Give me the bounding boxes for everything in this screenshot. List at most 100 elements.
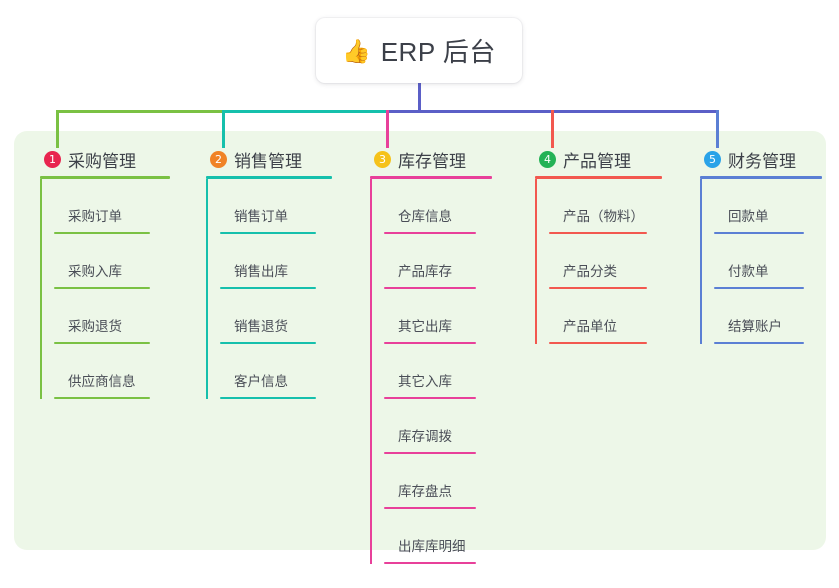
leaf-label: 仓库信息 — [398, 209, 452, 224]
branch-leaves-4: 产品（物料） 产品分类产品单位 — [535, 179, 662, 344]
leaf-rule — [220, 342, 316, 344]
leaf-node[interactable]: 采购入库 — [54, 234, 170, 289]
leaf-rule — [384, 507, 476, 509]
leaf-node[interactable]: 付款单 — [714, 234, 822, 289]
leaf-node[interactable]: 采购订单 — [54, 179, 170, 234]
leaf-label: 结算账户 — [728, 319, 782, 334]
leaf-node[interactable]: 供应商信息 — [54, 344, 170, 399]
root-title: ERP 后台 — [380, 37, 496, 67]
branch-4[interactable]: 4 产品管理产品（物料） 产品分类产品单位 — [535, 147, 662, 344]
branch-title-4: 产品管理 — [563, 151, 631, 171]
leaf-node[interactable]: 销售出库 — [220, 234, 332, 289]
branch-badge-5: 5 — [704, 150, 721, 168]
leaf-rule — [549, 232, 647, 234]
branch-badge-1: 1 — [44, 150, 61, 168]
thumbs-up-icon: 👍 — [342, 38, 371, 64]
connector-stub-4 — [551, 110, 554, 148]
leaf-label: 其它出库 — [398, 319, 452, 334]
leaf-node[interactable]: 库存盘点 — [384, 454, 492, 509]
leaf-rule — [384, 397, 476, 399]
branch-title-3: 库存管理 — [398, 151, 466, 171]
leaf-rule — [384, 232, 476, 234]
leaf-node[interactable]: 产品单位 — [549, 289, 662, 344]
leaf-label: 客户信息 — [234, 374, 288, 389]
leaf-rule — [714, 342, 804, 344]
branch-rule-5 — [700, 176, 822, 179]
root-node[interactable]: 👍 ERP 后台 — [316, 18, 522, 83]
leaf-rule — [220, 232, 316, 234]
leaf-node[interactable]: 回款单 — [714, 179, 822, 234]
leaf-label: 产品库存 — [398, 264, 452, 279]
leaf-node[interactable]: 出库库明细 — [384, 509, 492, 564]
leaf-rule — [54, 232, 150, 234]
leaf-label: 采购订单 — [68, 209, 122, 224]
connector-spine-5 — [700, 179, 702, 344]
leaf-label: 库存调拨 — [398, 429, 452, 444]
branch-leaves-2: 销售订单销售出库销售退货客户信息 — [206, 179, 332, 399]
leaf-label: 付款单 — [728, 264, 769, 279]
leaf-rule — [220, 287, 316, 289]
branches-panel — [14, 131, 826, 550]
leaf-node[interactable]: 采购退货 — [54, 289, 170, 344]
connector-stub-1 — [56, 110, 59, 148]
leaf-node[interactable]: 客户信息 — [220, 344, 332, 399]
leaf-node[interactable]: 其它出库 — [384, 289, 492, 344]
leaf-rule — [384, 287, 476, 289]
branch-leaves-1: 采购订单采购入库采购退货供应商信息 — [40, 179, 170, 399]
branch-3[interactable]: 3 库存管理仓库信息产品库存其它出库其它入库库存调拨库存盘点出库库明细 — [370, 147, 492, 564]
branch-header-1[interactable]: 1 采购管理 — [40, 147, 170, 171]
leaf-label: 销售出库 — [234, 264, 288, 279]
leaf-rule — [54, 342, 150, 344]
leaf-rule — [384, 562, 476, 564]
leaf-label: 其它入库 — [398, 374, 452, 389]
connector-bus-segment-1 — [56, 110, 223, 113]
branch-badge-4: 4 — [539, 150, 556, 168]
branch-badge-3: 3 — [374, 150, 391, 168]
leaf-node[interactable]: 其它入库 — [384, 344, 492, 399]
leaf-rule — [384, 342, 476, 344]
leaf-node[interactable]: 产品库存 — [384, 234, 492, 289]
connector-stub-5 — [716, 110, 719, 148]
connector-trunk — [418, 83, 421, 112]
connector-bus-segment-2 — [223, 110, 387, 113]
leaf-label: 出库库明细 — [398, 539, 466, 554]
connector-spine-3 — [370, 179, 372, 564]
branch-header-5[interactable]: 5 财务管理 — [700, 147, 822, 171]
leaf-label: 回款单 — [728, 209, 769, 224]
branch-rule-4 — [535, 176, 662, 179]
connector-spine-1 — [40, 179, 42, 399]
leaf-node[interactable]: 结算账户 — [714, 289, 822, 344]
branch-title-1: 采购管理 — [68, 151, 136, 171]
leaf-label: 产品（物料） — [563, 209, 644, 224]
branch-rule-3 — [370, 176, 492, 179]
branch-title-5: 财务管理 — [728, 151, 796, 171]
leaf-rule — [384, 452, 476, 454]
leaf-label: 产品单位 — [563, 319, 617, 334]
leaf-label: 采购入库 — [68, 264, 122, 279]
branch-rule-2 — [206, 176, 332, 179]
leaf-node[interactable]: 库存调拨 — [384, 399, 492, 454]
connector-spine-2 — [206, 179, 208, 399]
connector-stub-2 — [222, 110, 225, 148]
leaf-node[interactable]: 仓库信息 — [384, 179, 492, 234]
branch-leaves-5: 回款单付款单结算账户 — [700, 179, 822, 344]
branch-5[interactable]: 5 财务管理回款单付款单结算账户 — [700, 147, 822, 344]
leaf-label: 供应商信息 — [68, 374, 136, 389]
branch-header-4[interactable]: 4 产品管理 — [535, 147, 662, 171]
leaf-rule — [54, 287, 150, 289]
leaf-label: 销售退货 — [234, 319, 288, 334]
leaf-label: 库存盘点 — [398, 484, 452, 499]
leaf-node[interactable]: 产品（物料） — [549, 179, 662, 234]
leaf-label: 产品分类 — [563, 264, 617, 279]
leaf-node[interactable]: 产品分类 — [549, 234, 662, 289]
branch-header-3[interactable]: 3 库存管理 — [370, 147, 492, 171]
leaf-rule — [220, 397, 316, 399]
leaf-node[interactable]: 销售订单 — [220, 179, 332, 234]
branch-1[interactable]: 1 采购管理采购订单采购入库采购退货供应商信息 — [40, 147, 170, 399]
leaf-node[interactable]: 销售退货 — [220, 289, 332, 344]
branch-leaves-3: 仓库信息产品库存其它出库其它入库库存调拨库存盘点出库库明细 — [370, 179, 492, 564]
leaf-rule — [549, 342, 647, 344]
